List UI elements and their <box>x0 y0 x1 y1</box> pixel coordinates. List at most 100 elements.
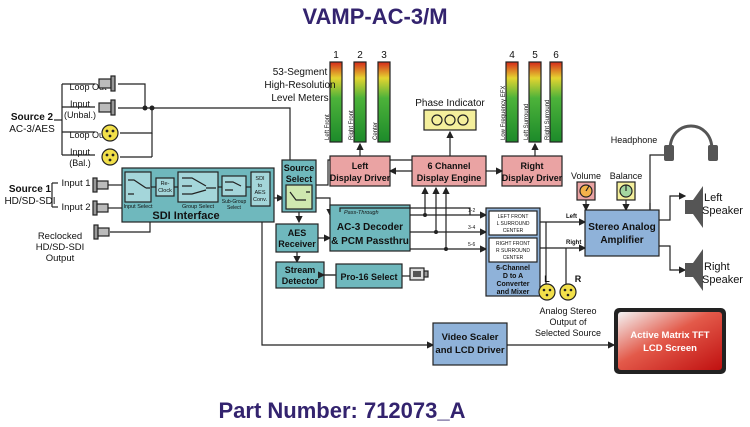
input-bal-label-a: Input <box>70 147 91 157</box>
ch34-label: 3-4 <box>468 225 475 231</box>
left-display-driver-block: Left Display Driver <box>329 155 391 187</box>
bnc-input1-icon <box>92 177 109 193</box>
lcd-screen-block: Active Matrix TFT LCD Screen <box>614 308 726 374</box>
sdi-interface-block: SDI Interface Input Select Re- Clock Gro… <box>121 167 275 223</box>
reclocked-label-b: HD/SD-SDI <box>36 242 85 253</box>
converter-label-b: D to A <box>503 273 523 280</box>
input1-label: Input 1 <box>61 178 90 189</box>
balance-knob-icon <box>616 181 636 201</box>
bnc-reclocked-output-icon <box>93 224 110 240</box>
volume-knob-icon <box>576 181 596 201</box>
engine-label-b: Display Engine <box>417 173 482 183</box>
phase-indicator-block <box>423 109 477 131</box>
aes-receiver-label-a: AES <box>288 228 307 238</box>
aes-receiver-label-b: Receiver <box>278 239 316 249</box>
meter6-label: Right Surround <box>545 100 551 140</box>
balance-label: Balance <box>610 171 643 181</box>
analog-out-label-a: Analog Stereo <box>539 306 596 316</box>
rf-label-c: CENTER <box>503 255 524 261</box>
lcd-label-b: LCD Screen <box>643 343 697 354</box>
stereo-amplifier-block: Stereo Analog Amplifier <box>584 209 660 257</box>
rf-label-b: R SURROUND <box>496 248 530 254</box>
source2-label: Source 2 <box>11 112 54 123</box>
right-display-driver-block: Right Display Driver <box>501 155 563 187</box>
engine-label-a: 6 Channel <box>427 161 470 171</box>
group-select-label: Group Select <box>182 204 215 210</box>
speaker-right-label-b: Speaker <box>702 274 743 286</box>
headphone-label: Headphone <box>611 135 658 145</box>
meter-bar-6 <box>549 61 563 143</box>
bnc-input2-icon <box>92 200 109 216</box>
rf-label-a: RIGHT FRONT <box>496 241 530 247</box>
right-driver-label-b: Display Driver <box>502 173 563 183</box>
da-converter-block: LEFT FRONT L SURROUND CENTER RIGHT FRONT… <box>485 207 541 297</box>
ac3-decoder-block: Pass-Through AC-3 Decoder & PCM Passthru <box>329 204 411 252</box>
input-unbal-label-a: Input <box>70 99 91 109</box>
decoder-label-b: & PCM Passthru <box>331 236 409 247</box>
xlr-loop-out-icon <box>101 124 119 142</box>
left-driver-label-b: Display Driver <box>330 173 391 183</box>
ch12-label: 1-2 <box>468 208 475 214</box>
source-select-label-b: Select <box>286 174 313 184</box>
lf-label-b: L SURROUND <box>497 221 530 227</box>
xlr-l-label: L <box>544 274 550 284</box>
reclocked-label-a: Reclocked <box>38 231 82 242</box>
source-2-group: Source 2 AC-3/AES Loop Out Input (Unbal.… <box>9 75 294 192</box>
meter-bar-1 <box>329 61 343 143</box>
meter1-label: Left Front <box>325 114 331 140</box>
reclock-label-a: Re- <box>161 181 170 187</box>
bnc-input-unbal-icon <box>98 99 116 116</box>
meter5-number: 5 <box>532 50 538 61</box>
xlr-input-bal-icon <box>101 148 119 166</box>
source-1-group: Source 1 HD/SD-SDI Input 1 Input 2 Reclo… <box>4 177 151 264</box>
scaler-label-b: and LCD Driver <box>435 345 504 356</box>
speaker-right-label-a: Right <box>704 261 730 273</box>
source-select-block: Source Select <box>281 159 317 213</box>
conv-label-c: AES <box>254 190 265 196</box>
meter1-number: 1 <box>333 50 339 61</box>
analog-out-label-c: Selected Source <box>535 328 601 338</box>
source1-label: Source 1 <box>9 184 52 195</box>
wire-right-label: Right <box>566 240 581 246</box>
right-speaker-icon <box>685 249 703 291</box>
lf-label-a: LEFT FRONT <box>498 214 529 220</box>
meters-caption-a: 53-Segment <box>273 67 328 78</box>
converter-label-d: and Mixer <box>497 289 530 296</box>
left-driver-label-a: Left <box>352 161 369 171</box>
loop-out-a-label: Loop Out <box>69 82 107 92</box>
conv-label-a: SDI <box>255 176 265 182</box>
reclock-label-b: Clock <box>158 188 172 194</box>
meter5-label: Left Surround <box>524 104 530 140</box>
lcd-label-a: Active Matrix TFT <box>630 330 709 341</box>
meter2-number: 2 <box>357 50 363 61</box>
headphone-icon <box>664 124 718 161</box>
display-engine-block: 6 Channel Display Engine <box>411 155 487 187</box>
left-speaker-icon <box>685 186 703 228</box>
input-unbal-label-b: (Unbal.) <box>64 110 96 120</box>
meter6-number: 6 <box>553 50 559 61</box>
meter-bar-5 <box>528 61 542 143</box>
amp-label-a: Stereo Analog <box>588 222 655 233</box>
amp-label-b: Amplifier <box>600 235 643 246</box>
meter-bar-2 <box>353 61 367 143</box>
input-bal-label-b: (Bal.) <box>69 158 91 168</box>
converter-label-a: 6-Channel <box>496 265 530 272</box>
phase-indicator-label: Phase Indicator <box>415 98 485 109</box>
conv-label-b: to <box>258 183 263 189</box>
loop-out-b-label: Loop Out <box>69 130 107 140</box>
xlr-r-label: R <box>575 274 582 284</box>
subgroup-label-b: Select <box>227 205 242 211</box>
video-scaler-block: Video Scaler and LCD Driver <box>432 322 508 366</box>
xlr-out-right-icon <box>559 283 577 301</box>
bnc-loop-out-icon <box>98 75 116 92</box>
analog-out-label-b: Output of <box>549 317 587 327</box>
input-select-label: Input Select <box>123 204 153 210</box>
speaker-left-label-a: Left <box>704 192 722 204</box>
pro16-label: Pro-16 Select <box>340 272 397 282</box>
stream-detector-label-a: Stream <box>285 265 316 275</box>
xlr-out-left-icon <box>538 283 556 301</box>
meter4-label: Low Frequency EFX <box>501 86 507 140</box>
scaler-label-a: Video Scaler <box>442 332 499 343</box>
converter-label-c: Converter <box>496 281 529 288</box>
